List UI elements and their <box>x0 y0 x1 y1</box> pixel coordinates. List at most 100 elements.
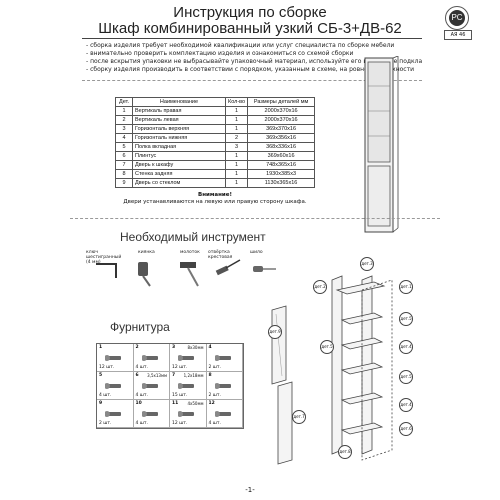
note-line: - сборка изделия требует необходимой ква… <box>86 42 395 49</box>
table-cell: 8 <box>115 169 133 179</box>
table-cell: 5 <box>115 142 133 152</box>
table-cell: 1 <box>224 178 249 188</box>
hardware-number: 6 <box>135 373 139 378</box>
hardware-cell: 8 2 шт. <box>206 372 243 400</box>
table-cell: 6 <box>115 151 133 161</box>
tool-label: отвёртка крестовая <box>208 250 233 260</box>
table-cell: Дверь к шкафу <box>132 160 226 170</box>
hardware-quantity: 2 шт. <box>99 421 112 426</box>
hardware-number: 5 <box>99 373 103 378</box>
shelf <box>340 392 384 405</box>
hardware-quantity: 4 шт. <box>99 393 112 398</box>
hardware-heading: Фурнитура <box>110 320 170 334</box>
hardware-quantity: 12 шт. <box>99 365 115 370</box>
fastener-icon <box>141 411 158 417</box>
table-cell: Вертикаль левая <box>132 115 226 125</box>
table-cell: 368х336х16 <box>247 142 315 152</box>
table-cell: 748х365х16 <box>247 160 315 170</box>
note-line: - внимательно проверить комплектацию изд… <box>86 50 354 57</box>
attention-title: Внимание! <box>198 192 232 198</box>
table-cell: 369х356х16 <box>247 133 315 143</box>
table-cell: 1 <box>115 106 133 116</box>
hardware-number: 8 <box>208 373 212 378</box>
hardware-size: 4х50мм <box>187 401 204 406</box>
door <box>277 381 293 465</box>
table-cell: 2 <box>115 115 133 125</box>
certification-logo: РС <box>445 6 469 30</box>
hardware-number: 1 <box>99 345 103 350</box>
part-callout: дет.3 <box>360 257 374 271</box>
hammer-icon <box>180 262 199 287</box>
tool-label: шило <box>250 250 263 255</box>
table-cell: 2000х370х16 <box>247 115 315 125</box>
hardware-quantity: 12 шт. <box>172 365 188 370</box>
hardware-quantity: 4 шт. <box>135 421 148 426</box>
fastener-icon <box>178 383 194 389</box>
table-cell: 1930х385х3 <box>247 169 315 179</box>
table-cell: Плинтус <box>132 151 226 161</box>
table-cell: 1 <box>224 106 249 116</box>
table-header-row: Дет. Наименование Кол-во Размеры деталей… <box>115 97 315 107</box>
awl-icon <box>253 266 276 272</box>
part-callout: дет.8 <box>338 445 352 459</box>
fastener-icon <box>141 383 158 389</box>
hardware-number: 7 <box>172 373 176 378</box>
table-cell: 2 <box>224 133 249 143</box>
table-cell: 1 <box>224 169 249 179</box>
table-cell: 1 <box>224 160 249 170</box>
table-cell: 9 <box>115 178 133 188</box>
column-header: Размеры деталей мм <box>247 97 315 107</box>
tools-illustration <box>96 259 276 287</box>
hardware-quantity: 2 шт. <box>208 393 221 398</box>
table-cell: Горизонталь нижняя <box>132 133 226 143</box>
table-cell: Дверь со стеклом <box>132 178 226 188</box>
fastener-icon <box>178 411 194 417</box>
hardware-quantity: 4 шт. <box>135 393 148 398</box>
part-callout: дет.5 <box>320 340 334 354</box>
table-cell: 2000х370х16 <box>247 106 315 116</box>
hardware-number: 12 <box>208 401 215 406</box>
table-cell: 7 <box>115 160 133 170</box>
left-panel <box>331 275 343 455</box>
notes-divider <box>82 80 422 81</box>
fastener-icon <box>105 411 121 417</box>
top-shelf <box>335 281 386 295</box>
attention-note: Внимание! Двери устанавливаются на левую… <box>115 192 315 206</box>
column-header: Наименование <box>132 97 226 107</box>
parts-table: Дет. Наименование Кол-во Размеры деталей… <box>115 97 315 188</box>
hardware-cell: 3 8х30мм 12 шт. <box>170 344 207 372</box>
hardware-number: 3 <box>172 345 176 350</box>
note-line: - после вскрытия упаковки не выбрасывайт… <box>86 58 422 65</box>
hardware-number: 11 <box>172 401 179 406</box>
table-cell: 1 <box>224 151 249 161</box>
certification-code: АЯ 46 <box>444 30 472 40</box>
fastener-icon <box>141 355 158 361</box>
hardware-number: 4 <box>208 345 212 350</box>
column-header: Кол-во <box>224 97 249 107</box>
exploded-assembly-drawing <box>271 275 393 465</box>
hardware-size: 8х30мм <box>187 345 204 350</box>
part-callout: дет.9 <box>268 325 282 339</box>
fastener-icon <box>178 355 194 361</box>
column-header: Дет. <box>115 97 133 107</box>
part-callout: дет.5 <box>399 312 413 326</box>
doc-title-line1: Инструкция по сборке <box>173 4 327 21</box>
cabinet-assembled-drawing <box>364 56 399 233</box>
table-cell: 4 <box>115 133 133 143</box>
hardware-size: 1,2х18мм <box>183 373 204 378</box>
note-line: - сборку изделия производить в соответст… <box>86 66 414 73</box>
table-cell: Полка вкладная <box>132 142 226 152</box>
section-divider <box>70 218 440 219</box>
hardware-number: 2 <box>135 345 139 350</box>
